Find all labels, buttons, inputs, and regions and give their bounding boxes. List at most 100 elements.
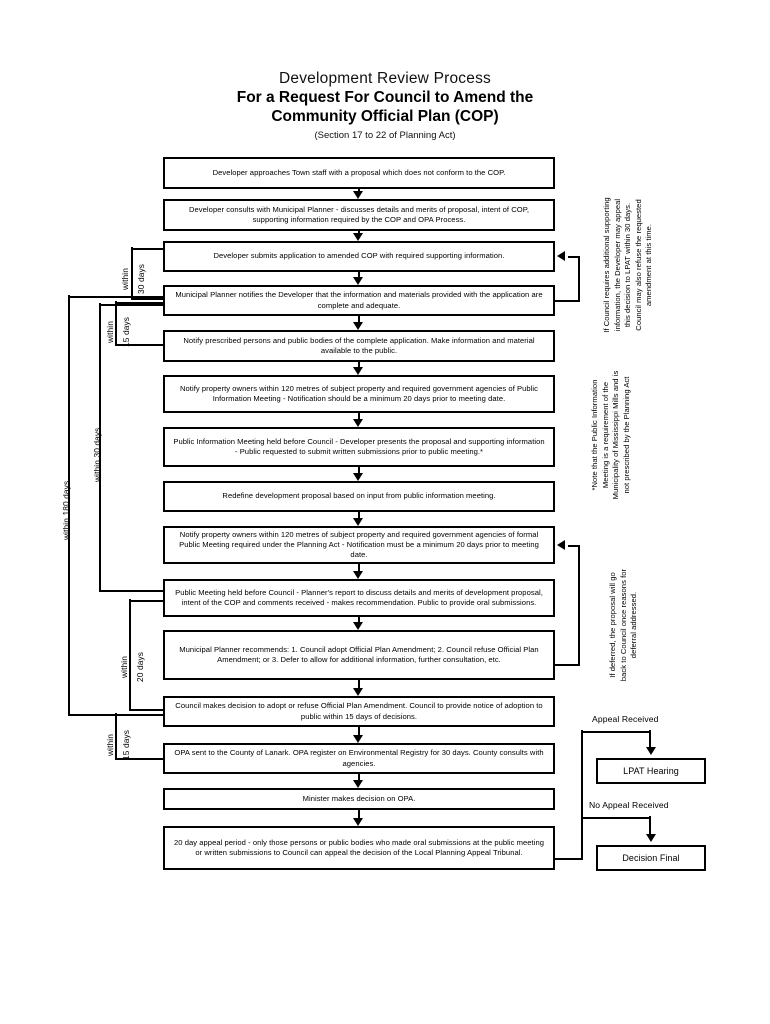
flow-box-step-9: Notify property owners within 120 metres…: [163, 526, 555, 564]
flow-box-step-4-text: Municipal Planner notifies the Developer…: [175, 290, 543, 310]
flow-box-step-3-text: Developer submits application to amended…: [213, 251, 505, 261]
label-no-appeal-received: No Appeal Received: [589, 800, 669, 810]
connector-14-15: [357, 810, 360, 818]
bracket-within30-vert: [99, 303, 102, 591]
arrow-13-14: [352, 780, 363, 788]
bracket-15days-b-bottom: [115, 757, 165, 760]
flow-box-step-4: Municipal Planner notifies the Developer…: [163, 285, 555, 316]
flow-box-lpat-hearing: LPAT Hearing: [596, 758, 706, 784]
connector-12-13: [357, 727, 360, 735]
flow-box-step-2: Developer consults with Municipal Planne…: [163, 199, 555, 231]
connector-13-14: [357, 774, 360, 780]
bracket-within180-top: [68, 295, 165, 298]
bracket-30days-bottom: [131, 297, 165, 300]
flow-box-step-1-text: Developer approaches Town staff with a p…: [212, 167, 506, 177]
label-within-20days-within: within: [119, 655, 129, 678]
bracket-within30-top: [99, 303, 165, 306]
label-within-180-days: within 180 days: [61, 480, 71, 540]
title-line-3: Community Official Plan (COP): [271, 108, 499, 125]
bracket-20days-bottom: [129, 708, 165, 711]
connector-3-4: [357, 272, 360, 277]
feedback-2-out: [555, 663, 580, 666]
arrow-10-11: [352, 622, 363, 630]
label-within-30days-value: 30 days: [136, 263, 146, 294]
arrow-14-15: [352, 818, 363, 826]
bracket-15days-a-top: [115, 301, 165, 304]
arrow-8-9: [352, 518, 363, 526]
flow-box-step-5-text: Notify prescribed persons and public bod…: [183, 335, 535, 355]
arrow-6-7: [352, 419, 363, 427]
arrow-5-6: [352, 367, 363, 375]
arrow-12-13: [352, 735, 363, 743]
bracket-15days-b-vert: [115, 713, 118, 758]
feedback-2-in: [568, 544, 580, 547]
connector-11-12: [357, 680, 360, 688]
flow-box-step-1: Developer approaches Town staff with a p…: [163, 157, 555, 189]
appeal-received-arrow: [645, 747, 656, 755]
label-within-30-days-long: within 30 days: [92, 427, 102, 482]
label-within-15days-a-value: 15 days: [121, 316, 131, 347]
decision-final-label: Decision Final: [622, 853, 680, 863]
flow-box-step-7-text: Public Information Meeting held before C…: [173, 436, 545, 456]
flow-box-step-14-text: Minister makes decision on OPA.: [302, 793, 416, 803]
label-within-30days-within: within: [120, 267, 130, 290]
connector-4-5: [357, 316, 360, 322]
flow-box-step-6-text: Notify property owners within 120 metres…: [179, 383, 539, 403]
arrow-4-5: [352, 322, 363, 330]
no-appeal-received-horiz: [581, 816, 651, 819]
flow-box-step-13: OPA sent to the County of Lanark. OPA re…: [163, 743, 555, 774]
label-within-20days-value: 20 days: [135, 651, 145, 682]
connector-10-11: [357, 617, 360, 622]
connector-9-10: [357, 564, 360, 571]
flow-box-step-15: 20 day appeal period - only those person…: [163, 826, 555, 870]
title-subtitle: (Section 17 to 22 of Planning Act): [314, 130, 456, 141]
lpat-hearing-label: LPAT Hearing: [623, 766, 679, 776]
flow-box-step-8-text: Redefine development proposal based on i…: [222, 491, 496, 501]
appeal-spine-vert: [581, 730, 584, 859]
flow-box-step-15-text: 20 day appeal period - only those person…: [173, 837, 544, 857]
title-line-2: For a Request For Council to Amend the: [236, 89, 534, 106]
flow-box-step-2-text: Developer consults with Municipal Planne…: [189, 204, 529, 224]
note-deferral: If deferred, the proposal will go back t…: [608, 568, 638, 682]
bracket-20days-top: [129, 599, 165, 602]
flow-box-step-3: Developer submits application to amended…: [163, 241, 555, 272]
flow-box-step-6: Notify property owners within 120 metres…: [163, 375, 555, 413]
no-appeal-received-arrow: [645, 834, 656, 842]
flow-box-step-13-text: OPA sent to the County of Lanark. OPA re…: [174, 748, 544, 768]
bracket-30days-vert: [131, 247, 134, 299]
arrow-2-3: [352, 233, 363, 241]
label-appeal-received: Appeal Received: [592, 714, 659, 724]
flow-box-step-8: Redefine development proposal based on i…: [163, 481, 555, 512]
connector-8-9: [357, 512, 360, 518]
flow-box-step-10-text: Public Meeting held before Council - Pla…: [175, 587, 543, 607]
appeal-received-horiz: [581, 730, 651, 733]
arrow-3-4: [352, 277, 363, 285]
title-line-1: Development Review Process: [279, 70, 491, 87]
arrow-9-10: [352, 571, 363, 579]
flow-box-step-12: Council makes decision to adopt or refus…: [163, 696, 555, 727]
connector-7-8: [357, 467, 360, 473]
label-within-15days-b-within: within: [105, 733, 115, 756]
bracket-30days-top: [131, 247, 165, 250]
bracket-within30-bottom: [99, 589, 165, 592]
flow-box-step-5: Notify prescribed persons and public bod…: [163, 330, 555, 362]
label-within-15days-a-within: within: [105, 320, 115, 343]
connector-5-6: [357, 362, 360, 367]
flow-box-step-9-text: Notify property owners within 120 metres…: [179, 529, 539, 560]
flow-box-decision-final: Decision Final: [596, 845, 706, 871]
bracket-within180-bottom: [68, 713, 165, 716]
flow-box-step-11: Municipal Planner recommends: 1. Council…: [163, 630, 555, 680]
appeal-spine-in: [555, 857, 583, 860]
arrow-7-8: [352, 473, 363, 481]
bracket-15days-a-bottom: [115, 343, 165, 346]
feedback-2-vert: [577, 545, 580, 665]
feedback-1-in: [568, 255, 580, 258]
flow-box-step-7: Public Information Meeting held before C…: [163, 427, 555, 467]
feedback-2-arrow: [557, 540, 565, 550]
flow-box-step-12-text: Council makes decision to adopt or refus…: [175, 701, 543, 721]
appeal-received-vert: [649, 730, 652, 748]
arrow-1-2: [352, 191, 363, 199]
page-title: Development Review Process For a Request…: [0, 70, 770, 144]
flow-box-step-14: Minister makes decision on OPA.: [163, 788, 555, 810]
